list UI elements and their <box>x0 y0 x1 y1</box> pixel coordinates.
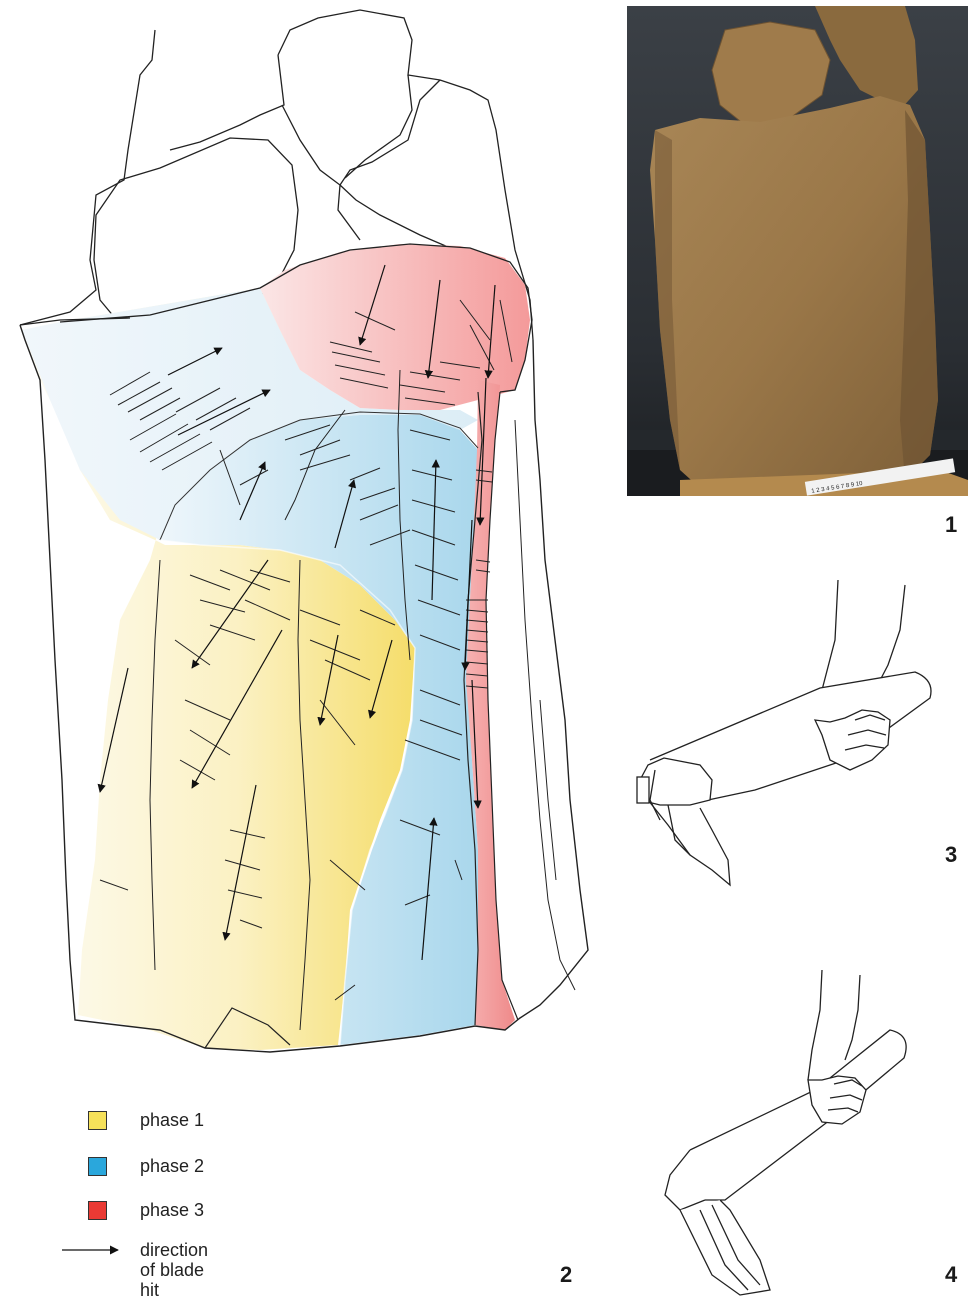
figure-number-3: 3 <box>945 842 957 868</box>
stone-photo: 1 2 3 4 5 6 7 8 9 10 <box>627 6 968 496</box>
legend-arrow-line-1: direction <box>140 1240 260 1260</box>
legend-swatch-phase1 <box>88 1111 107 1130</box>
legend-label-phase3: phase 3 <box>140 1200 204 1220</box>
figure-number-1: 1 <box>945 512 957 538</box>
legend-label-arrow: direction of blade hit <box>140 1240 260 1300</box>
legend-label-phase1: phase 1 <box>140 1110 204 1130</box>
adze-drawing <box>665 970 906 1295</box>
figure-number-2: 2 <box>560 1262 572 1288</box>
legend-swatch-phase2 <box>88 1157 107 1176</box>
figure-number-4: 4 <box>945 1262 957 1288</box>
legend-arrow-line-3: hit <box>140 1280 260 1300</box>
stone-drawing <box>20 10 588 1052</box>
axe-drawing <box>637 580 931 885</box>
legend-swatch-phase3 <box>88 1201 107 1220</box>
legend-arrow-line-2: of blade <box>140 1260 260 1280</box>
legend-label-phase2: phase 2 <box>140 1156 204 1176</box>
upper-fragment-outline <box>20 30 155 325</box>
